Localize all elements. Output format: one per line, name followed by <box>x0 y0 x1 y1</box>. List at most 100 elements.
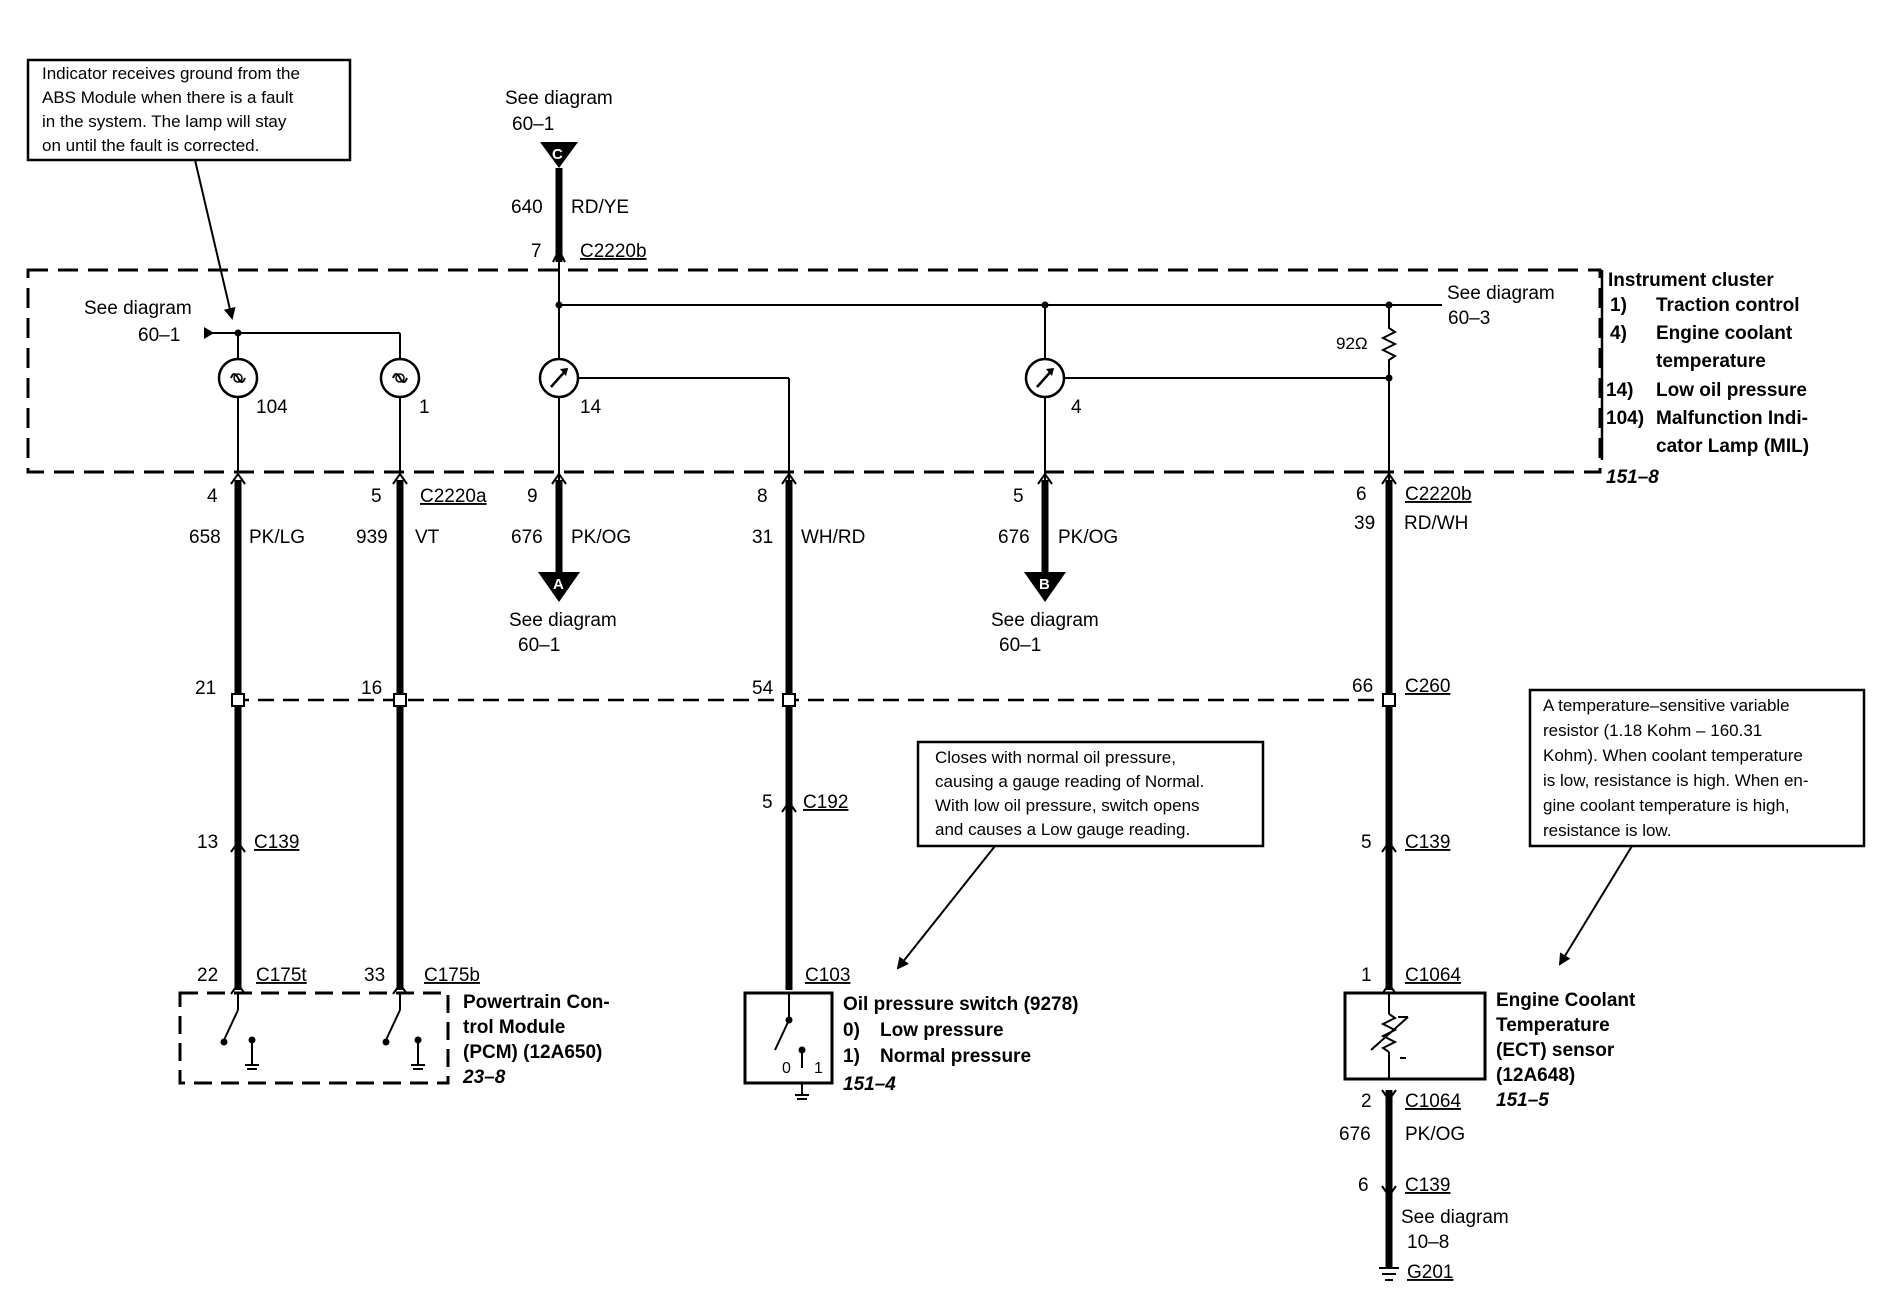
cluster-item-text: Engine coolant <box>1656 323 1793 344</box>
pcm-label-1: Powertrain Con- <box>463 992 610 1013</box>
pin-33: 33 <box>364 965 385 986</box>
cluster-item-text: Low oil pressure <box>1656 380 1807 401</box>
circuit-676-b: 676 <box>998 527 1030 548</box>
connector-c139-left: C139 <box>254 832 299 853</box>
connector-c175b: C175b <box>424 965 480 986</box>
pin-8: 8 <box>757 486 768 507</box>
pin-54: 54 <box>752 678 774 699</box>
circuit-31: 31 <box>752 527 773 548</box>
pin-c192: 5 <box>762 792 773 813</box>
ect-note-pointer <box>1558 845 1633 966</box>
diagram-ref-60-1-left: 60–1 <box>138 325 180 346</box>
oil-switch-title: Oil pressure switch (9278) <box>843 994 1079 1015</box>
diagram-ref-10-8: 10–8 <box>1407 1232 1449 1253</box>
ect-note-line-2: resistor (1.18 Kohm – 160.31 <box>1543 721 1762 740</box>
pin-c2220a-4: 4 <box>207 486 218 507</box>
abs-note-line-2: ABS Module when there is a fault <box>42 88 294 107</box>
color-rd-ye: RD/YE <box>571 197 629 218</box>
diagram-ref-b: 60–1 <box>999 635 1041 656</box>
pin-c2220a-5: 5 <box>371 486 382 507</box>
circuit-676-ect: 676 <box>1339 1124 1371 1145</box>
ect-page-ref: 151–5 <box>1496 1090 1549 1111</box>
connector-c1064-bottom: C1064 <box>1405 1091 1461 1112</box>
color-wh-rd: WH/RD <box>801 527 865 548</box>
offpage-label-a: A <box>553 576 564 593</box>
oil-note-line-3: With low oil pressure, switch opens <box>935 796 1200 815</box>
offpage-label-c: C <box>552 146 563 163</box>
ect-label-1: Engine Coolant <box>1496 990 1636 1011</box>
offpage-connector-c <box>540 142 578 168</box>
pcm-switch-1-icon <box>220 993 259 1070</box>
ect-label-4: (12A648) <box>1496 1065 1575 1086</box>
ground-g201: G201 <box>1407 1262 1453 1283</box>
pcm-switch-2-icon <box>382 993 425 1070</box>
cluster-title: Instrument cluster <box>1608 270 1774 291</box>
pin-c1064-2: 2 <box>1361 1091 1372 1112</box>
see-diagram-label-a: See diagram <box>509 610 617 631</box>
cluster-item-text: temperature <box>1656 351 1766 372</box>
ect-sensor-box <box>1343 991 1487 1081</box>
connector-c2220b: C2220b <box>1405 484 1472 505</box>
color-pk-og-a: PK/OG <box>571 527 631 548</box>
cluster-item-text: cator Lamp (MIL) <box>1656 436 1809 457</box>
oil-switch-state-text: Normal pressure <box>880 1046 1031 1067</box>
pin-c139-5: 5 <box>1361 832 1372 853</box>
resistor-value: 92Ω <box>1336 334 1368 353</box>
pin-21: 21 <box>195 678 216 699</box>
connector-c139-bottom: C139 <box>1405 1175 1450 1196</box>
abs-note-line-3: in the system. The lamp will stay <box>42 112 287 131</box>
gauge-4-id: 4 <box>1071 397 1082 418</box>
oil-switch-pos-1: 1 <box>814 1060 823 1077</box>
circuit-658: 658 <box>189 527 221 548</box>
abs-note-box <box>26 58 352 162</box>
pin-6: 6 <box>1356 484 1367 505</box>
ect-label-2: Temperature <box>1496 1015 1610 1036</box>
pin-5-gauge: 5 <box>1013 486 1024 507</box>
circuit-39: 39 <box>1354 513 1375 534</box>
see-diagram-label-left: See diagram <box>84 298 192 319</box>
oil-switch-state-num: 1) <box>843 1046 860 1067</box>
offpage-connector-a <box>538 572 580 602</box>
connector-c139-right: C139 <box>1405 832 1450 853</box>
coolant-gauge-4-icon <box>1024 357 1066 399</box>
cluster-item-num: 1) <box>1610 295 1627 316</box>
lamp-104-icon <box>217 357 259 399</box>
oil-switch-state-num: 0) <box>843 1020 860 1041</box>
pin-c1064-1: 1 <box>1361 965 1372 986</box>
connector-c2220b-top: C2220b <box>580 241 647 262</box>
oil-note-pointer <box>896 845 996 970</box>
color-vt: VT <box>415 527 440 548</box>
pcm-box <box>178 991 450 1085</box>
circuit-676-a: 676 <box>511 527 543 548</box>
pin-7: 7 <box>531 241 542 262</box>
oil-note-line-2: causing a gauge reading of Normal. <box>935 772 1204 791</box>
oil-switch-state-text: Low pressure <box>880 1020 1004 1041</box>
resistor-92-ohm <box>1380 305 1398 378</box>
color-pk-lg: PK/LG <box>249 527 305 548</box>
cluster-item-num: 14) <box>1606 380 1633 401</box>
ect-label-3: (ECT) sensor <box>1496 1040 1615 1061</box>
oil-note-line-4: and causes a Low gauge reading. <box>935 820 1190 839</box>
lamp-1-id: 1 <box>419 397 430 418</box>
see-diagram-label-top: See diagram <box>505 88 613 109</box>
oil-note-line-1: Closes with normal oil pressure, <box>935 748 1176 767</box>
instrument-cluster-box <box>26 268 1602 474</box>
oil-switch-pos-0: 0 <box>782 1060 791 1077</box>
see-diagram-label-bottom: See diagram <box>1401 1207 1509 1228</box>
pcm-label-3: (PCM) (12A650) <box>463 1042 602 1063</box>
pin-16: 16 <box>361 678 382 699</box>
connector-c2220a: C2220a <box>420 486 487 507</box>
oil-gauge-14-icon <box>538 357 580 399</box>
connector-c260: C260 <box>1405 676 1450 697</box>
diagram-ref-60-3: 60–3 <box>1448 308 1490 329</box>
lamp-104-id: 104 <box>256 397 288 418</box>
diagram-ref-60-1-top: 60–1 <box>512 114 554 135</box>
ect-note-line-4: is low, resistance is high. When en- <box>1543 771 1809 790</box>
pcm-label-2: trol Module <box>463 1017 565 1038</box>
oil-note-box <box>916 740 1265 848</box>
see-diagram-label-right: See diagram <box>1447 283 1555 304</box>
cluster-page-ref: 151–8 <box>1606 467 1659 488</box>
connector-c103: C103 <box>805 965 850 986</box>
oil-switch-contact-icon <box>774 993 809 1100</box>
